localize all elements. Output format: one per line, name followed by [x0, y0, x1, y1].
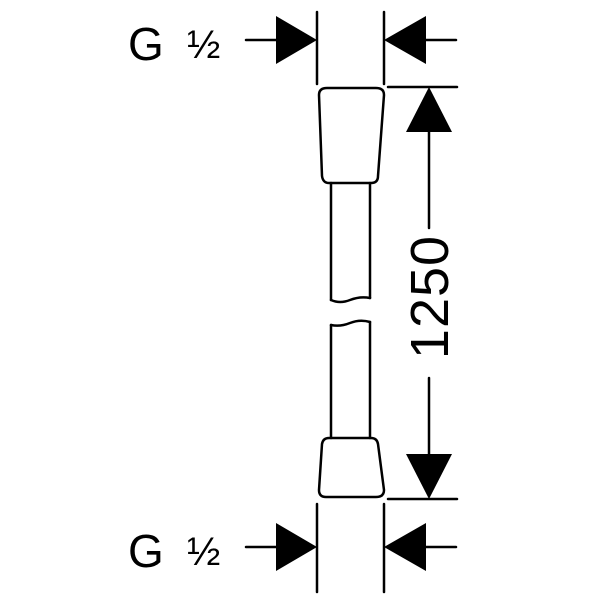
bottom-thread-size: ½ — [187, 530, 220, 574]
top-arrow-right-head — [384, 16, 426, 64]
top-fitting — [317, 86, 386, 185]
lower-tube-break — [329, 319, 372, 327]
length-arrow-bottom-head — [406, 454, 452, 499]
top-thread-size: ½ — [187, 23, 220, 67]
length-dimension-value: 1250 — [400, 235, 460, 359]
bottom-arrow-right-head — [384, 523, 426, 571]
bottom-arrow-left-head — [276, 523, 317, 571]
bottom-fitting — [317, 436, 386, 499]
length-arrow-top-head — [406, 87, 452, 132]
upper-tube-break — [329, 296, 372, 304]
top-arrow-left-head — [276, 16, 317, 64]
bottom-thread-label: G ½ — [128, 525, 220, 577]
bottom-thread-prefix: G — [128, 525, 164, 577]
top-thread-label: G ½ — [128, 18, 220, 70]
top-thread-prefix: G — [128, 18, 164, 70]
